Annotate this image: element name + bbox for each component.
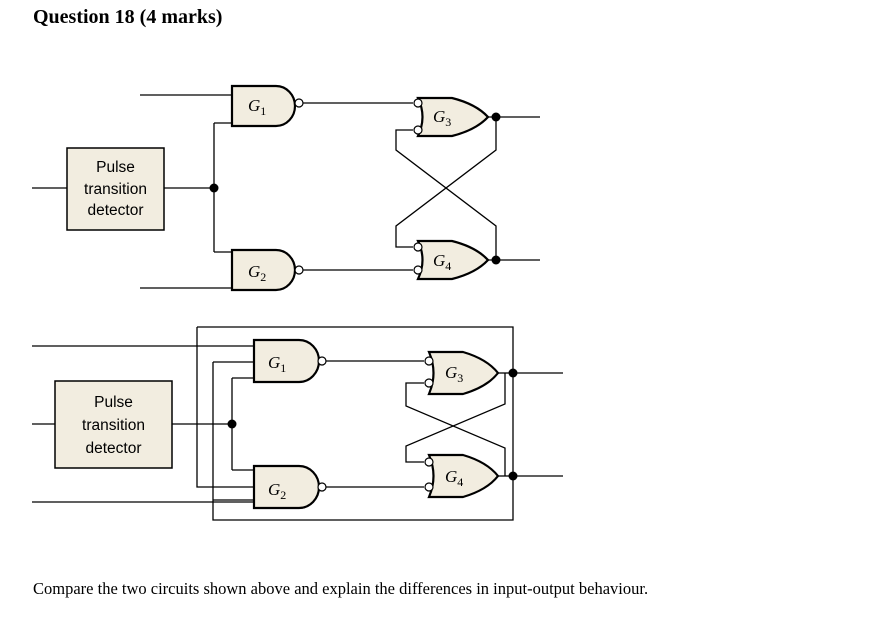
svg-text:G1: G1 [248,96,266,118]
bottom-g2-sub: 2 [280,488,286,502]
svg-text:G3: G3 [433,107,451,129]
top-g3-sub: 3 [445,115,451,129]
bottom-g1-letter: G [268,353,280,372]
bottom-g4-letter: G [445,467,457,486]
bottom-g2-letter: G [268,480,280,499]
bottom-gate-g4: G4 [424,453,500,499]
top-detector-line-3: detector [87,202,143,219]
top-g2-sub: 2 [260,270,266,284]
bottom-detector-line-3: detector [85,440,141,457]
top-g4-sub: 4 [445,259,451,273]
bottom-gate-g2: G2 [252,464,327,510]
top-g1-sub: 1 [260,104,266,118]
bottom-gate-g1: G1 [252,338,327,384]
bottom-detector-line-1: Pulse [94,394,133,411]
svg-text:G1: G1 [268,353,286,375]
top-g2-letter: G [248,262,260,281]
bottom-pulse-detector: Pulse transition detector [54,380,173,469]
bottom-g3-sub: 3 [457,371,463,385]
top-gate-g2: G2 [230,248,304,292]
bottom-g3-letter: G [445,363,457,382]
top-wires [32,94,540,289]
top-g4-letter: G [433,251,445,270]
bottom-g4-sub: 4 [457,475,463,489]
top-junctions [209,112,501,265]
question-text: Compare the two circuits shown above and… [33,579,649,598]
svg-text:G4: G4 [445,467,463,489]
svg-text:G2: G2 [268,480,286,502]
top-g1-letter: G [248,96,260,115]
top-g3-letter: G [433,107,445,126]
top-pulse-detector: Pulse transition detector [66,147,165,231]
top-gate-g1: G1 [230,84,304,128]
top-gate-g4: G4 [413,239,490,281]
top-gate-g3: G3 [413,96,490,138]
svg-text:G4: G4 [433,251,451,273]
bottom-junctions [227,368,518,481]
svg-text:G3: G3 [445,363,463,385]
top-detector-line-2: transition [84,181,147,198]
bottom-g1-sub: 1 [280,361,286,375]
top-detector-line-1: Pulse [96,159,135,176]
svg-text:G2: G2 [248,262,266,284]
bottom-wires [32,326,563,521]
bottom-detector-line-2: transition [82,417,145,434]
bottom-gate-g3: G3 [424,350,500,396]
question-title: Question 18 (4 marks) [33,6,223,28]
